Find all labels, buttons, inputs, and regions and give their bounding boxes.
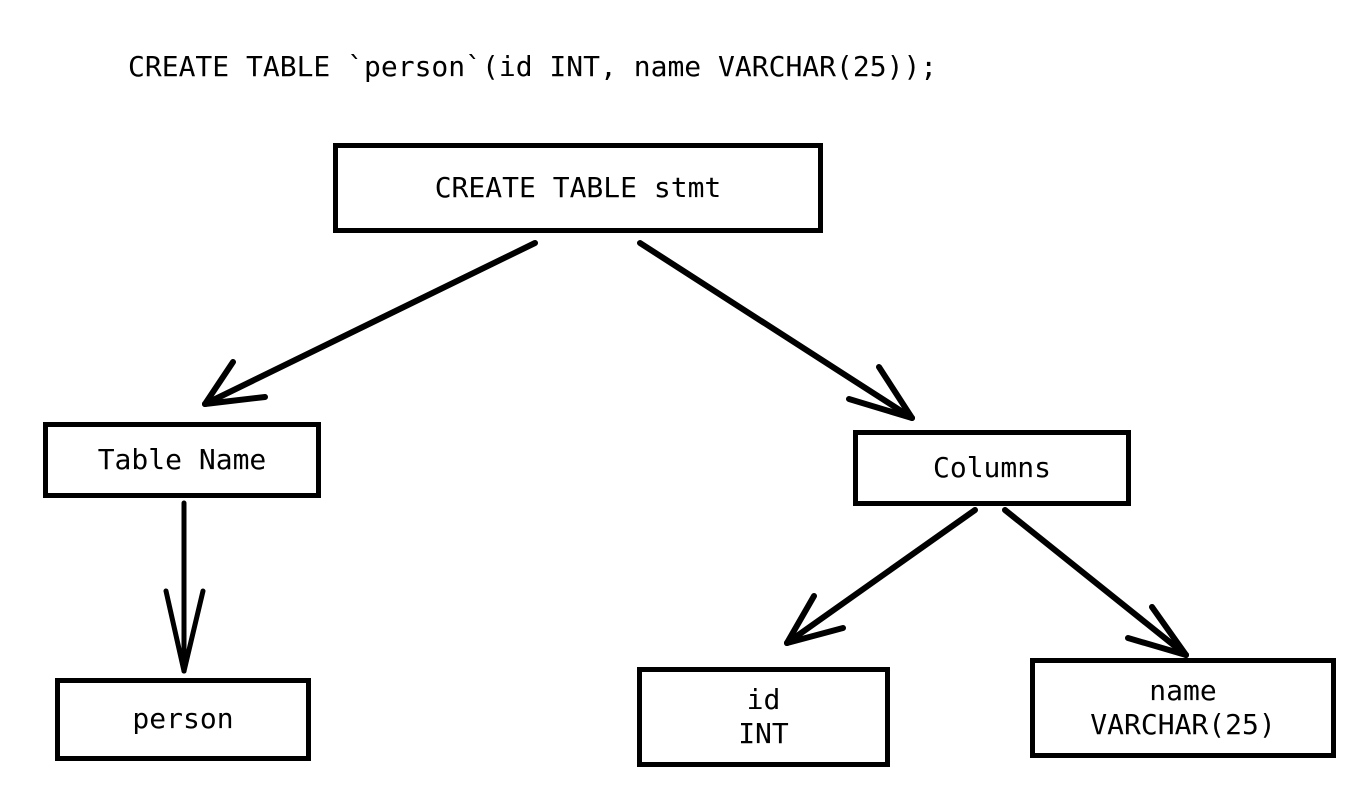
sql-statement-title: CREATE TABLE `person`(id INT, name VARCH…: [128, 50, 938, 83]
edge-root-to-table-name: [202, 240, 538, 407]
edge-columns-to-col-id: [784, 507, 978, 646]
node-column-name-type: VARCHAR(25): [1090, 708, 1276, 741]
node-person-label: person: [132, 702, 234, 736]
node-root-label: CREATE TABLE stmt: [434, 170, 722, 204]
node-column-name[interactable]: name VARCHAR(25): [1030, 658, 1336, 758]
node-table-name-label: Table Name: [97, 442, 267, 476]
node-person[interactable]: person: [55, 678, 311, 761]
edge-table-name-to-person: [163, 500, 206, 674]
node-column-id-type: INT: [738, 717, 789, 750]
edge-root-to-columns: [637, 240, 915, 421]
node-table-name[interactable]: Table Name: [43, 422, 321, 498]
node-column-id[interactable]: id INT: [637, 667, 890, 767]
edge-columns-to-col-name: [1002, 507, 1189, 658]
node-columns[interactable]: Columns: [853, 430, 1131, 506]
node-create-table-stmt[interactable]: CREATE TABLE stmt: [333, 143, 823, 233]
node-column-name-name: name: [1149, 673, 1217, 707]
node-columns-label: Columns: [932, 450, 1051, 484]
node-column-id-name: id: [746, 682, 781, 716]
